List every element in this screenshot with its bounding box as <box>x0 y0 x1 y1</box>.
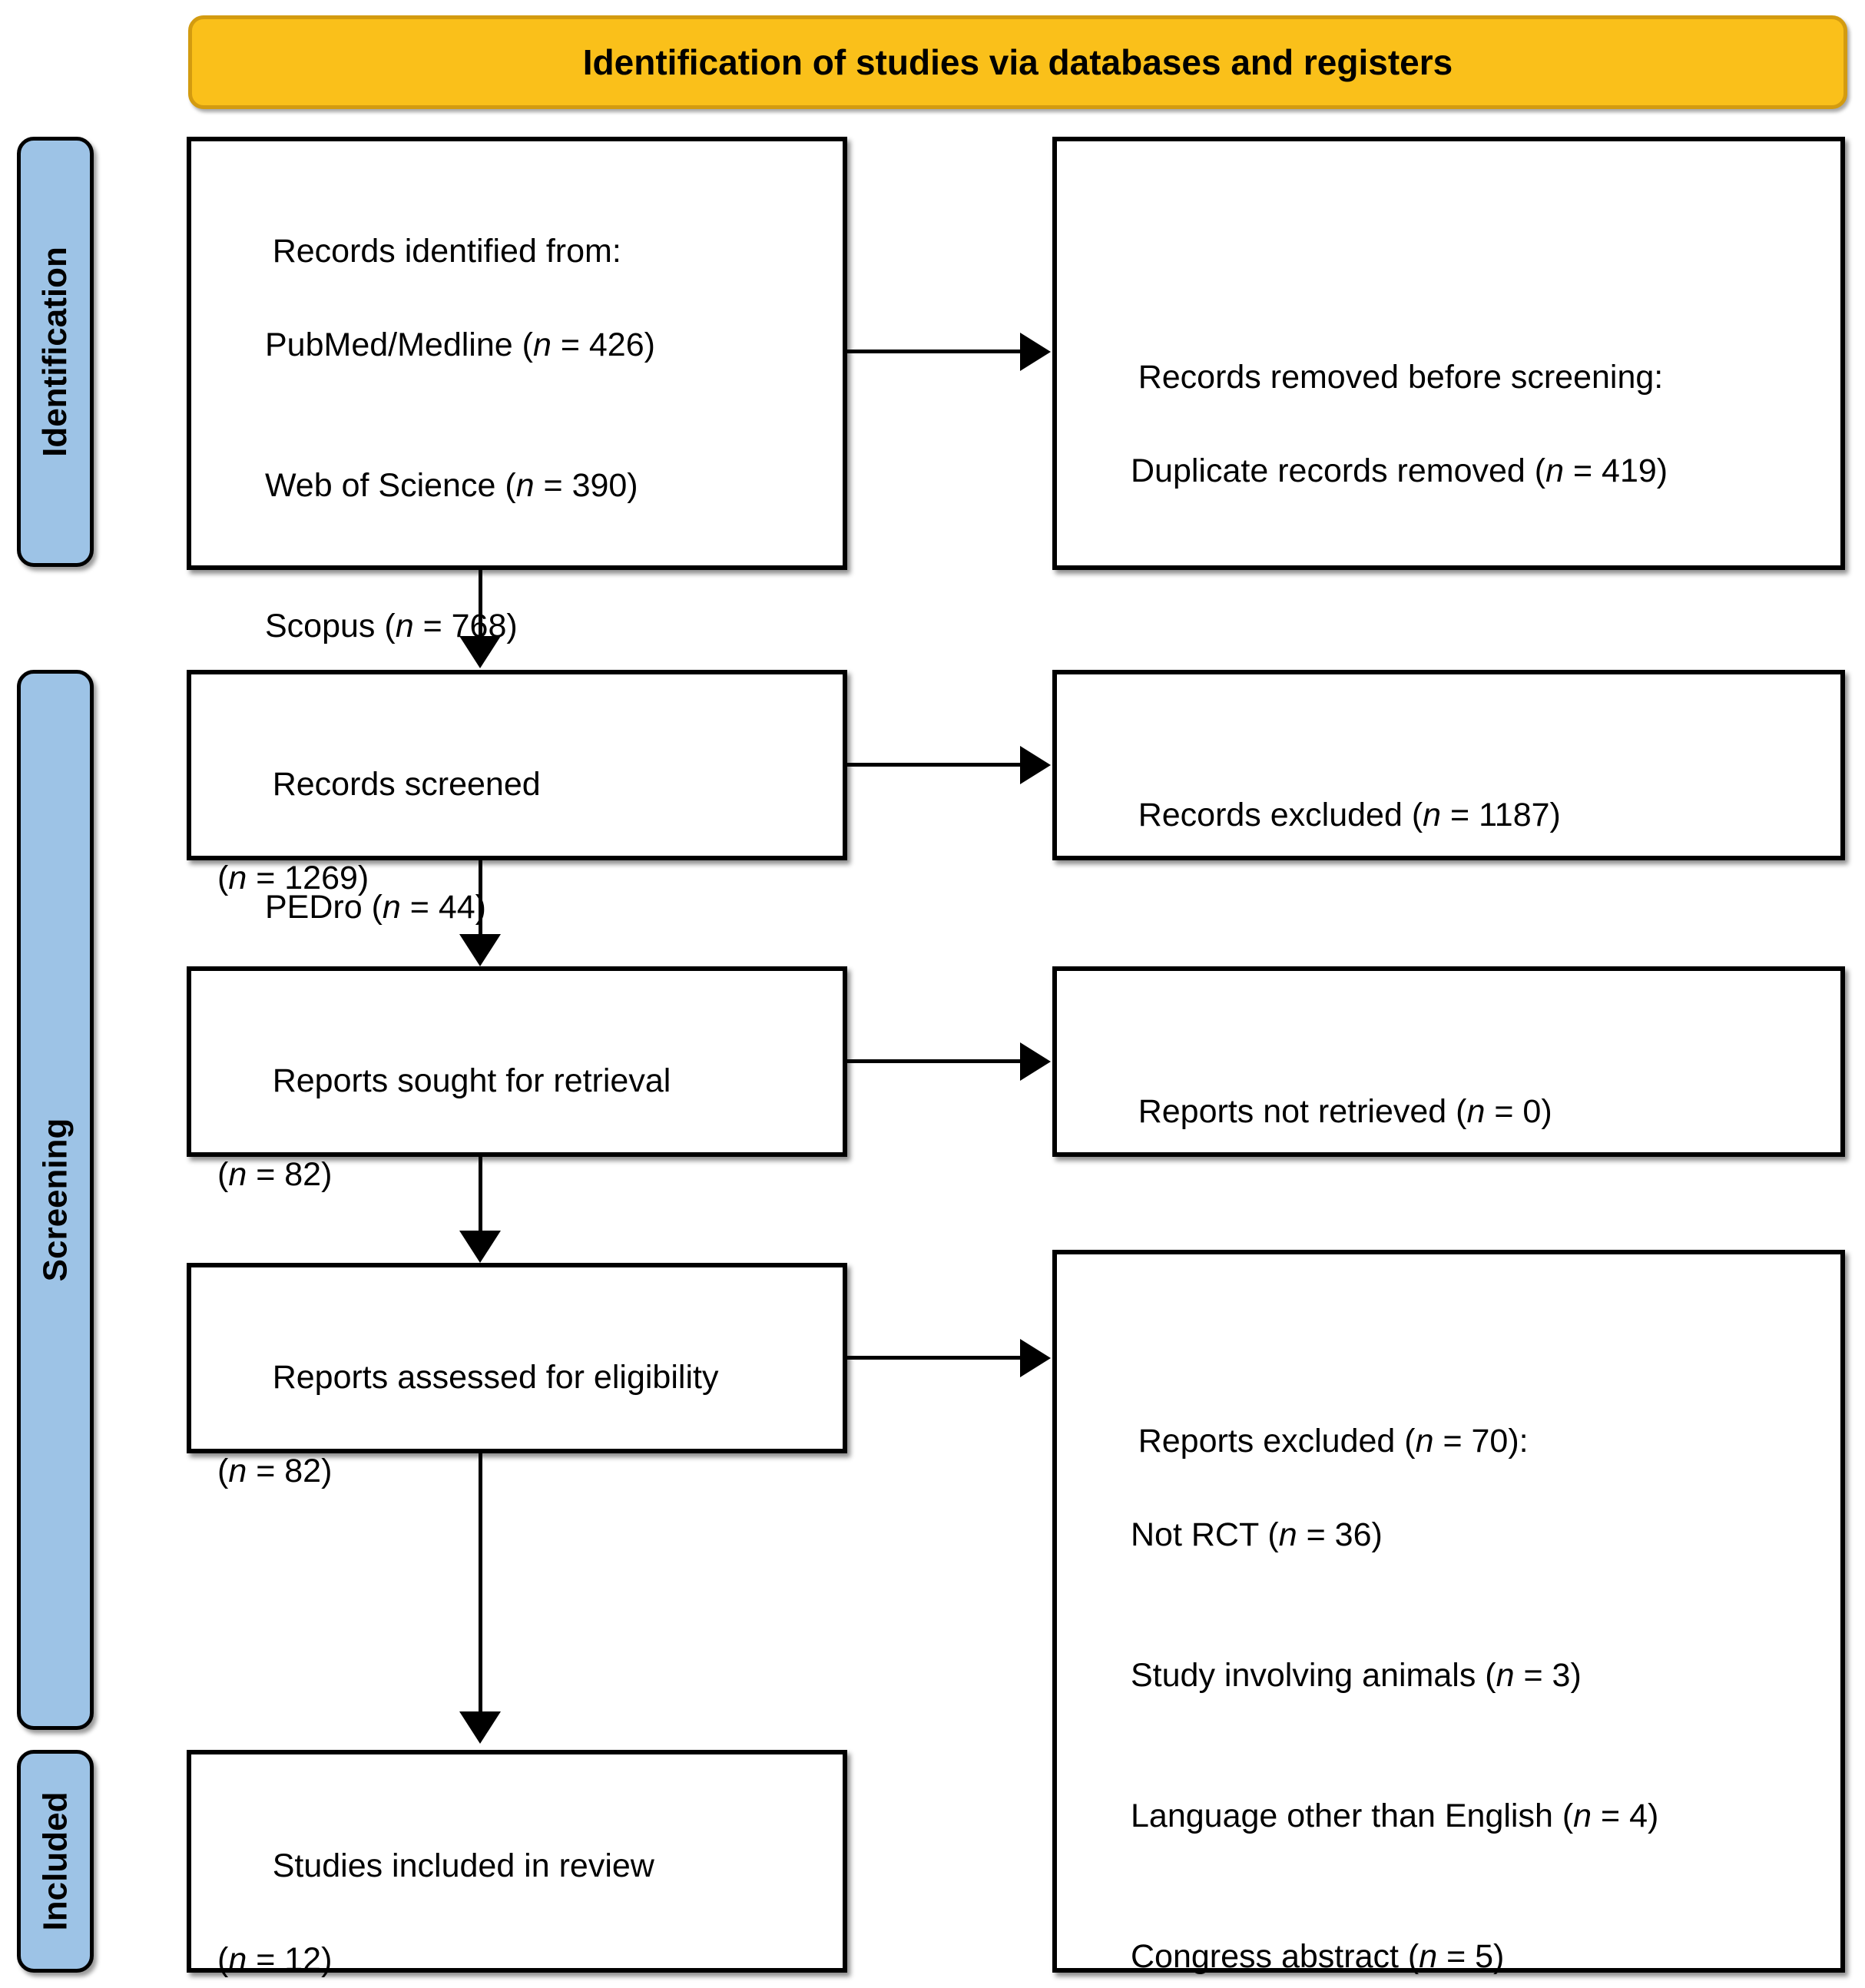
reports-excluded-item-3: Congress abstract (n = 5) <box>1131 1938 1505 1975</box>
box-reports-not-retrieved-content: Reports not retrieved (n = 0) <box>1083 1042 1827 1182</box>
connector-identified-to-screened-arrowhead <box>459 636 501 668</box>
connector-assessed-to-reportsexcluded-line <box>847 1356 1020 1360</box>
reports-excluded-item-2: Language other than English (n = 4) <box>1131 1797 1659 1834</box>
studies-included-line1: Studies included in review <box>272 1847 654 1884</box>
reports-excluded-item-0: Not RCT (n = 36) <box>1131 1516 1383 1553</box>
box-studies-included-content: Studies included in review (n = 12) <box>217 1796 829 1988</box>
box-reports-sought-content: Reports sought for retrieval (n = 82) <box>217 1011 829 1292</box>
stage-label-included: Included <box>17 1750 94 1973</box>
connector-identified-to-screened-line <box>479 570 482 639</box>
connector-screened-to-sought-arrowhead <box>459 934 501 966</box>
box-records-screened-content: Records screened (n = 1269) <box>217 714 829 996</box>
connector-sought-to-notretrieved-line <box>847 1059 1020 1063</box>
records-identified-heading: Records identified from: <box>272 233 621 270</box>
records-excluded-line1: Records excluded (n = 1187) <box>1138 797 1561 833</box>
stage-label-included-text: Included <box>36 1791 74 1931</box>
page-title: Identification of studies via databases … <box>582 42 1453 82</box>
box-studies-included: Studies included in review (n = 12) <box>187 1750 847 1978</box>
records-identified-item-0: PubMed/Medline (n = 426) <box>265 326 655 363</box>
diagram-header-banner: Identification of studies via databases … <box>188 15 1847 109</box>
records-identified-item-2: Scopus (n = 768) <box>265 608 518 644</box>
connector-screened-to-excluded-arrowhead <box>1020 746 1051 784</box>
box-reports-assessed: Reports assessed for eligibility (n = 82… <box>187 1263 847 1489</box>
box-reports-excluded: Reports excluded (n = 70): Not RCT (n = … <box>1052 1250 1845 1975</box>
box-reports-not-retrieved: Reports not retrieved (n = 0) <box>1052 966 1845 1157</box>
reports-excluded-item-1: Study involving animals (n = 3) <box>1131 1657 1582 1694</box>
connector-sought-to-notretrieved-arrowhead <box>1020 1042 1051 1081</box>
reports-assessed-line1: Reports assessed for eligibility <box>272 1359 719 1396</box>
box-records-identified: Records identified from: PubMed/Medline … <box>187 137 847 1066</box>
box-reports-sought: Reports sought for retrieval (n = 82) <box>187 966 847 1193</box>
records-removed-heading: Records removed before screening: <box>1138 359 1664 396</box>
records-screened-line2: (n = 1269) <box>217 860 369 896</box>
connector-screened-to-sought-line <box>479 860 482 937</box>
reports-sought-line1: Reports sought for retrieval <box>272 1062 671 1099</box>
connector-assessed-to-reportsexcluded-arrowhead <box>1020 1339 1051 1377</box>
box-records-removed: Records removed before screening: Duplic… <box>1052 137 1845 570</box>
box-records-screened: Records screened (n = 1269) <box>187 670 847 896</box>
stage-label-identification: Identification <box>17 137 94 567</box>
reports-assessed-line2: (n = 82) <box>217 1453 333 1489</box>
connector-sought-to-assessed-line <box>479 1157 482 1234</box>
box-reports-excluded-content: Reports excluded (n = 70): Not RCT (n = … <box>1083 1371 1827 1988</box>
reports-excluded-heading: Reports excluded (n = 70): <box>1138 1423 1529 1460</box>
box-records-excluded: Records excluded (n = 1187) <box>1052 670 1845 860</box>
connector-identified-to-removed-arrowhead <box>1020 333 1051 371</box>
connector-screened-to-excluded-line <box>847 763 1020 767</box>
records-screened-line1: Records screened <box>272 766 541 803</box>
stage-label-screening-text: Screening <box>36 1118 74 1282</box>
box-records-excluded-content: Records excluded (n = 1187) <box>1083 745 1827 886</box>
box-records-removed-content: Records removed before screening: Duplic… <box>1083 307 1827 588</box>
reports-sought-line2: (n = 82) <box>217 1156 333 1193</box>
connector-assessed-to-included-line <box>479 1453 482 1715</box>
box-records-identified-content: Records identified from: PubMed/Medline … <box>217 181 829 1165</box>
stage-label-screening: Screening <box>17 670 94 1730</box>
studies-included-line2: (n = 12) <box>217 1941 333 1978</box>
box-reports-assessed-content: Reports assessed for eligibility (n = 82… <box>217 1307 829 1589</box>
records-identified-item-1: Web of Science (n = 390) <box>265 467 638 504</box>
records-removed-item-0: Duplicate records removed (n = 419) <box>1131 452 1668 489</box>
connector-assessed-to-included-arrowhead <box>459 1711 501 1744</box>
connector-identified-to-removed-line <box>847 350 1020 353</box>
reports-not-retrieved-line1: Reports not retrieved (n = 0) <box>1138 1093 1552 1130</box>
connector-sought-to-assessed-arrowhead <box>459 1231 501 1263</box>
records-identified-item-4: PEDro (n = 44) <box>265 889 486 926</box>
stage-label-identification-text: Identification <box>36 247 74 457</box>
